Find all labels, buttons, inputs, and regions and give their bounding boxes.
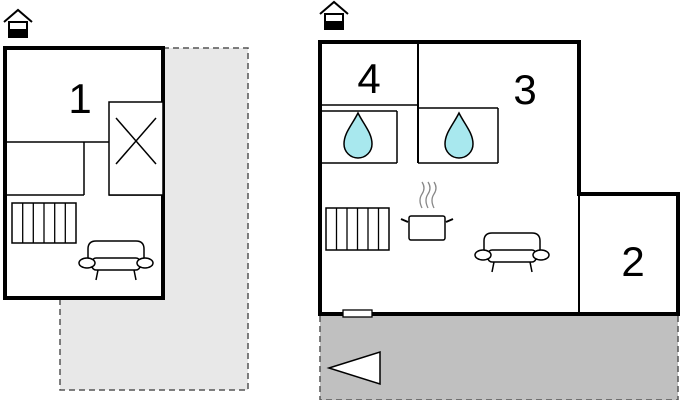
- room-number-2: 2: [621, 238, 644, 285]
- walls-right: [318, 40, 680, 316]
- room-number-1: 1: [68, 75, 91, 122]
- cooking-pot-icon: [400, 181, 454, 241]
- room-number-3: 3: [513, 66, 536, 113]
- stairs-icon: [11, 202, 77, 244]
- right-floor: 4 3 2: [318, 0, 680, 400]
- door-marker: [342, 309, 373, 318]
- void-cross-icon: [108, 101, 164, 196]
- room-number-4: 4: [357, 55, 380, 102]
- water-drop-icon: [444, 111, 474, 159]
- sofa-icon: [78, 240, 154, 281]
- left-floor: 1: [3, 8, 249, 391]
- house-icon: [319, 0, 349, 30]
- entrance-arrow-icon: [326, 350, 381, 386]
- house-icon: [3, 8, 33, 38]
- sofa-icon: [474, 232, 550, 273]
- stairs-icon: [325, 207, 390, 251]
- water-drop-icon: [343, 111, 373, 159]
